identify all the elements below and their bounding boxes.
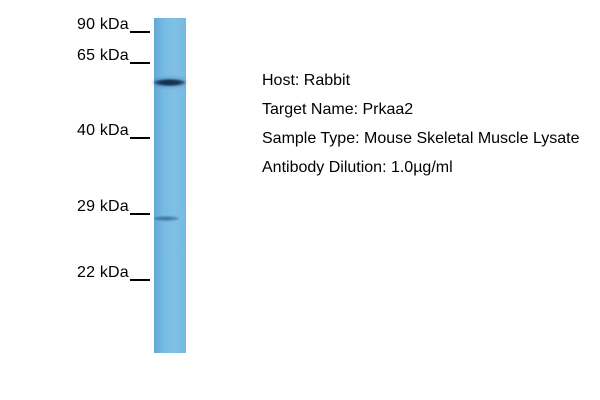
mw-tick-mark [129, 279, 150, 281]
mw-tick-mark [129, 31, 150, 33]
mw-marker-label: 40 kDa [77, 122, 129, 139]
mw-tick-mark [129, 137, 150, 139]
mw-marker-label: 90 kDa [77, 16, 129, 33]
mw-marker-label: 65 kDa [77, 47, 129, 64]
mw-tick-mark [129, 213, 150, 215]
mw-marker-65kda: 65 kDa [77, 47, 150, 65]
mw-marker-label: 29 kDa [77, 198, 129, 215]
mw-marker-22kda: 22 kDa [77, 264, 150, 282]
mw-marker-90kda: 90 kDa [77, 16, 150, 34]
detail-antibody-dilution: Antibody Dilution: 1.0µg/ml [262, 159, 453, 176]
protein-band-strong-55kda [154, 79, 185, 86]
sample-details: Host: Rabbit Target Name: Prkaa2 Sample … [262, 66, 580, 182]
mw-marker-29kda: 29 kDa [77, 198, 150, 216]
detail-sample-type: Sample Type: Mouse Skeletal Muscle Lysat… [262, 130, 580, 147]
protein-band-faint-28kda [154, 216, 179, 221]
detail-target-name: Target Name: Prkaa2 [262, 101, 414, 118]
blot-lane [154, 18, 186, 353]
mw-marker-40kda: 40 kDa [77, 122, 150, 140]
detail-host: Host: Rabbit [262, 72, 351, 89]
mw-tick-mark [129, 62, 150, 64]
mw-marker-label: 22 kDa [77, 264, 129, 281]
